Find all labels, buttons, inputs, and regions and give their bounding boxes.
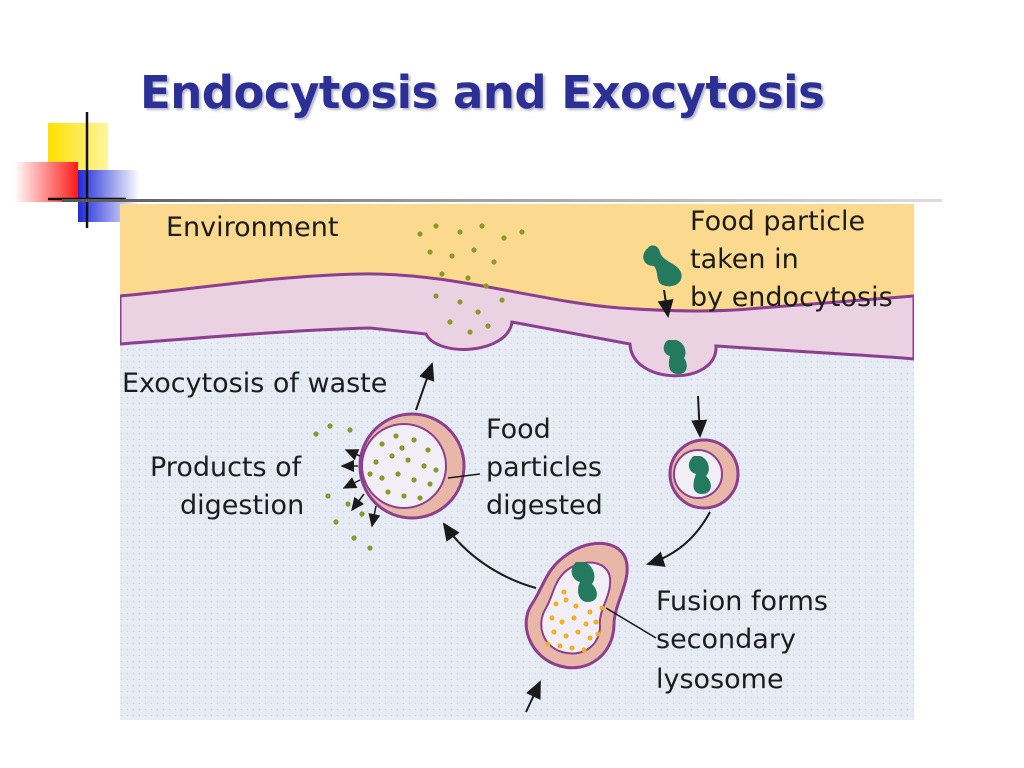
products-label-2: digestion — [180, 490, 304, 521]
digested-label-1: Food — [486, 414, 551, 445]
title-divider — [62, 199, 942, 202]
plasma-membrane — [120, 272, 914, 378]
fusion-label-3: lysosome — [656, 664, 784, 695]
digested-label-2: particles — [486, 452, 602, 483]
digested-label-3: digested — [486, 490, 603, 521]
endocytosis-diagram: Environment Food particle taken in by en… — [120, 204, 914, 720]
food-particle-outside — [643, 245, 682, 287]
waste-particles — [417, 223, 525, 335]
fusion-label-2: secondary — [656, 624, 796, 655]
food-particle-in-pit — [663, 340, 687, 375]
exocytosis-label: Exocytosis of waste — [122, 368, 387, 399]
fusion-label-1: Fusion forms — [656, 586, 828, 617]
secondary-lysosome — [524, 541, 629, 670]
digestion-vesicle — [358, 412, 466, 520]
products-label-1: Products of — [150, 452, 303, 483]
environment-region — [120, 204, 914, 311]
red-square — [14, 162, 78, 202]
food-particle-label-3: by endocytosis — [690, 282, 893, 313]
food-particle-label-2: taken in — [690, 244, 799, 275]
food-particle-label-1: Food particle — [690, 206, 865, 237]
digestion-products — [313, 423, 373, 551]
environment-label: Environment — [166, 212, 338, 243]
slide-title: Endocytosis and Exocytosis — [140, 66, 825, 119]
endocytic-vesicle — [668, 438, 740, 510]
